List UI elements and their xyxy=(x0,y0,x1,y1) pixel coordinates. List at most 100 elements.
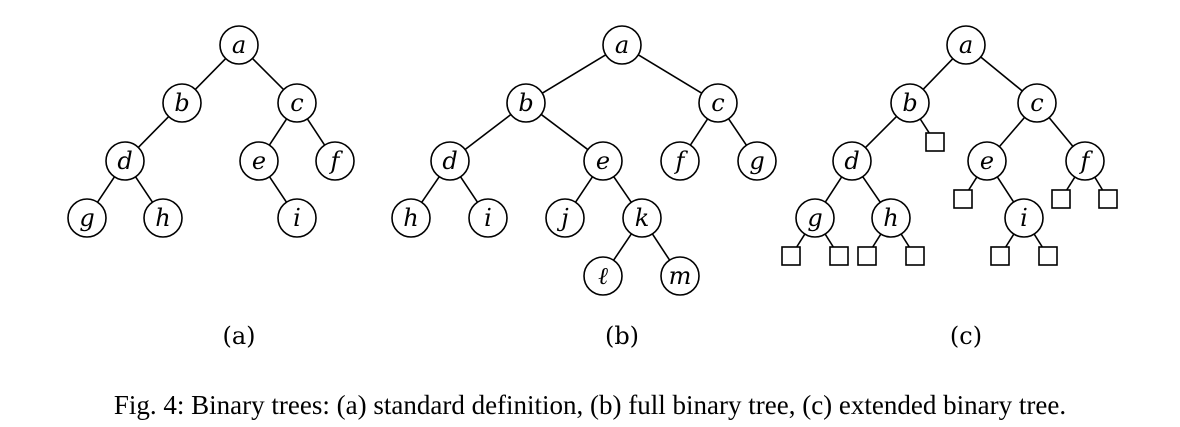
node-label-a-b: b xyxy=(174,89,189,117)
node-label-b-h: h xyxy=(403,204,418,232)
node-label-b-m: m xyxy=(669,262,692,290)
node-b-h xyxy=(391,198,431,238)
edge-c-b-b_right xyxy=(919,118,930,134)
edge-c-g-g_left xyxy=(796,233,806,248)
external-node-c-h_left xyxy=(857,246,877,266)
node-label-b-g: g xyxy=(749,147,764,175)
edge-a-a-c xyxy=(251,57,285,91)
node-label-b-k: k xyxy=(635,204,650,232)
node-a-d xyxy=(105,141,145,181)
edge-a-c-e xyxy=(268,118,288,146)
external-node-c-b_right xyxy=(925,132,945,152)
node-b-b xyxy=(506,83,546,123)
edge-c-d-g xyxy=(824,176,843,203)
external-node-c-f_left xyxy=(1051,189,1071,209)
edge-b-a-b xyxy=(541,54,607,94)
node-label-c-e: e xyxy=(980,147,994,175)
node-c-a xyxy=(946,25,986,65)
node-label-a-a: a xyxy=(232,31,246,59)
edge-c-b-d xyxy=(864,115,898,149)
node-b-a xyxy=(602,25,642,65)
node-c-c xyxy=(1017,83,1057,123)
node-label-c-d: d xyxy=(844,147,859,175)
edge-c-c-e xyxy=(998,116,1026,148)
node-label-b-c: c xyxy=(711,89,724,117)
external-node-c-g_right xyxy=(829,246,849,266)
node-label-b-l: ℓ xyxy=(598,262,608,290)
node-label-a-c: c xyxy=(290,89,303,117)
node-a-a xyxy=(219,25,259,65)
edge-b-c-g xyxy=(727,118,748,146)
edge-c-e-e_left xyxy=(968,176,978,191)
edge-b-b-e xyxy=(540,113,589,151)
edge-c-f-f_left xyxy=(1066,176,1076,191)
edge-c-h-h_right xyxy=(900,233,910,248)
node-a-i xyxy=(277,198,317,238)
node-b-d xyxy=(430,141,470,181)
edge-a-d-h xyxy=(134,176,154,203)
node-label-a-i: i xyxy=(293,204,301,232)
edge-c-i-i_left xyxy=(1005,233,1015,248)
sub-caption-c: (c) xyxy=(950,322,982,350)
edge-c-h-h_left xyxy=(872,233,882,248)
sub-caption-b: (b) xyxy=(605,322,639,350)
node-c-d xyxy=(832,141,872,181)
node-b-e xyxy=(583,141,623,181)
node-b-l xyxy=(583,256,623,296)
node-a-c xyxy=(277,83,317,123)
edge-b-a-c xyxy=(637,54,703,94)
node-label-c-h: h xyxy=(883,204,898,232)
node-label-a-e: e xyxy=(252,147,266,175)
edge-b-e-k xyxy=(613,176,632,203)
node-b-j xyxy=(545,198,585,238)
edge-b-e-j xyxy=(574,176,594,203)
edge-c-a-b xyxy=(922,58,954,90)
edge-a-c-f xyxy=(306,118,326,146)
edge-b-k-m xyxy=(651,233,671,261)
node-label-a-g: g xyxy=(79,204,94,232)
node-label-c-c: c xyxy=(1030,89,1043,117)
node-a-f xyxy=(315,141,355,181)
node-label-a-h: h xyxy=(155,204,170,232)
edge-c-a-c xyxy=(980,56,1023,92)
edge-a-e-i xyxy=(268,176,288,203)
edge-b-d-h xyxy=(421,176,440,203)
node-b-i xyxy=(468,198,508,238)
node-label-b-e: e xyxy=(596,147,610,175)
edge-c-g-g_right xyxy=(824,233,834,248)
edge-a-d-g xyxy=(96,176,116,203)
sub-caption-a: (a) xyxy=(222,322,255,350)
external-node-c-i_left xyxy=(990,246,1010,266)
node-c-b xyxy=(890,83,930,123)
node-c-e xyxy=(967,141,1007,181)
node-label-b-a: a xyxy=(615,31,629,59)
edge-c-d-h xyxy=(862,176,881,203)
external-node-c-g_left xyxy=(781,246,801,266)
external-node-c-h_right xyxy=(905,246,925,266)
node-b-g xyxy=(737,141,777,181)
edge-b-d-i xyxy=(459,176,479,203)
external-node-c-e_left xyxy=(953,189,973,209)
node-label-c-g: g xyxy=(807,204,822,232)
node-c-i xyxy=(1004,198,1044,238)
node-c-g xyxy=(795,198,835,238)
node-c-f xyxy=(1065,141,1105,181)
node-a-h xyxy=(143,198,183,238)
node-b-f xyxy=(660,141,700,181)
edge-b-k-l xyxy=(612,233,633,261)
edge-c-i-i_right xyxy=(1033,233,1043,248)
edge-b-c-f xyxy=(689,118,709,146)
external-node-c-i_right xyxy=(1038,246,1058,266)
node-label-a-d: d xyxy=(117,147,132,175)
node-a-g xyxy=(67,198,107,238)
edge-a-a-b xyxy=(194,57,227,91)
node-b-c xyxy=(698,83,738,123)
figure-caption: Fig. 4: Binary trees: (a) standard defin… xyxy=(114,390,1066,420)
node-a-e xyxy=(239,141,279,181)
node-b-m xyxy=(660,256,700,296)
node-label-b-b: b xyxy=(518,89,533,117)
